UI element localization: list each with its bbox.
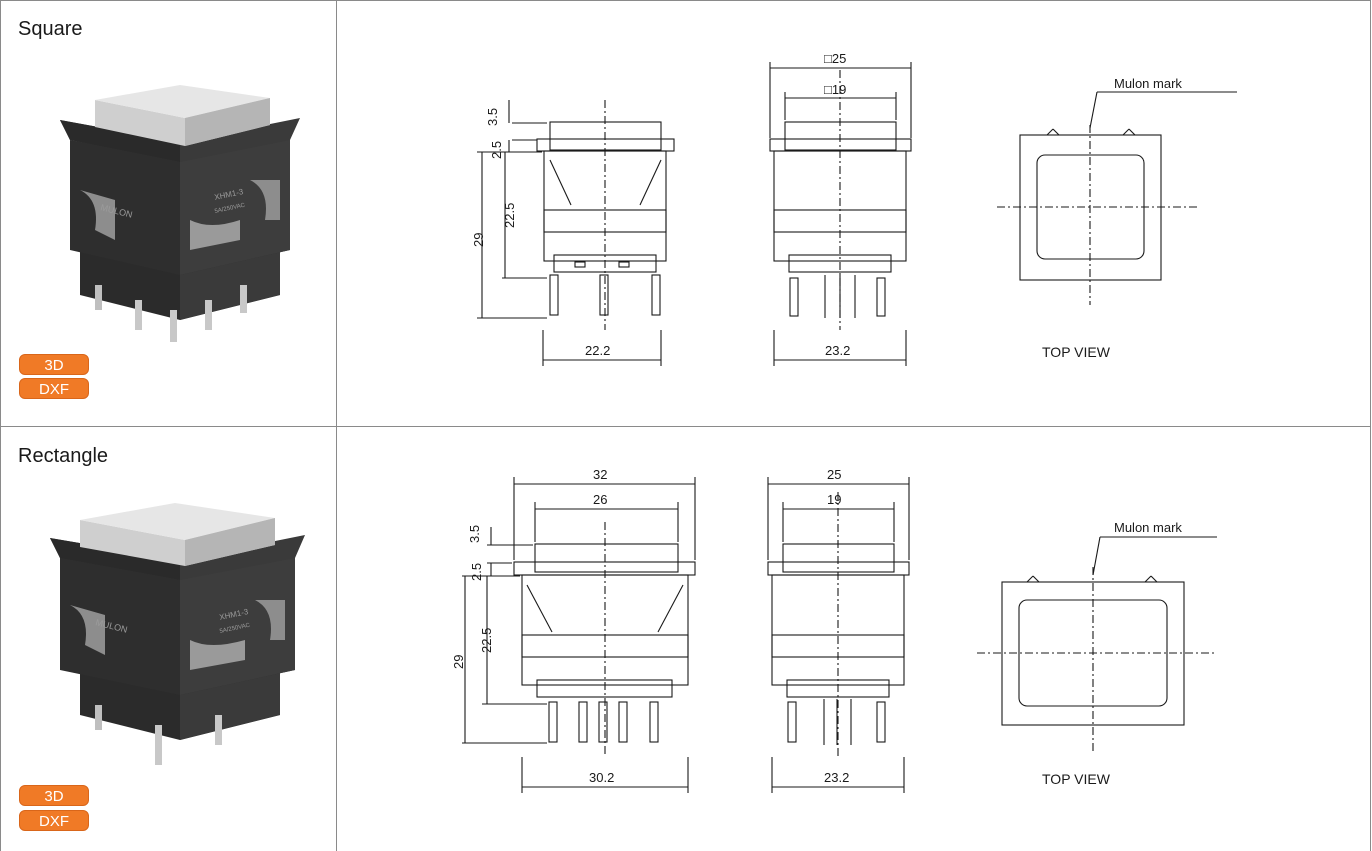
dim-w-front: 30.2: [589, 770, 614, 785]
dim-h2: 2.5: [489, 141, 504, 159]
dim-top-inner: □19: [824, 82, 846, 97]
front-view: [477, 100, 675, 366]
mulon-mark-label: Mulon mark: [1114, 520, 1182, 535]
dim-h-body: 22.5: [479, 628, 494, 653]
rectangle-switch-photo: MULON XHM1-3 5A/250VAC: [50, 503, 305, 765]
dim-h-body: 22.5: [502, 203, 517, 228]
download-dxf-button[interactable]: DXF: [19, 378, 89, 399]
row-divider: [0, 426, 1371, 427]
download-3d-button[interactable]: 3D: [19, 354, 89, 375]
table-border-left: [0, 0, 1, 851]
top-view: [997, 91, 1237, 305]
dim-top-outer: □25: [824, 51, 846, 66]
dim-side-outer: 25: [827, 467, 841, 482]
column-divider: [336, 0, 337, 851]
top-view-label: TOP VIEW: [1042, 344, 1111, 360]
dim-h-total: 29: [451, 655, 466, 669]
mulon-mark-label: Mulon mark: [1114, 76, 1182, 91]
row-title-rectangle: Rectangle: [18, 445, 109, 467]
dim-h1: 3.5: [485, 108, 500, 126]
square-switch-photo: MULON XHM1-3 5A/250VAC: [60, 85, 300, 342]
top-view-label: TOP VIEW: [1042, 771, 1111, 787]
dim-front-inner: 26: [593, 492, 607, 507]
table-border-right: [1370, 0, 1371, 851]
dim-h-total: 29: [471, 233, 486, 247]
dim-front-outer: 32: [593, 467, 607, 482]
front-view: [462, 477, 696, 793]
table-border-top: [0, 0, 1371, 1]
square-dimension-drawing: 3.5 2.5 22.5 29 22.2 □25 □19 23.2 Mulon …: [471, 51, 1237, 366]
download-dxf-button[interactable]: DXF: [19, 810, 89, 831]
dim-side-inner: 19: [827, 492, 841, 507]
side-view: [767, 477, 910, 793]
dim-h1: 3.5: [467, 525, 482, 543]
side-view: [769, 62, 912, 366]
rectangle-dimension-drawing: 32 26 3.5 2.5 22.5 29 30.2 25 19 23.2 Mu…: [451, 467, 1217, 793]
top-view: [977, 536, 1217, 752]
dim-w-front: 22.2: [585, 343, 610, 358]
dim-w-side: 23.2: [825, 343, 850, 358]
dim-h2: 2.5: [469, 563, 484, 581]
dim-w-side: 23.2: [824, 770, 849, 785]
row-title-square: Square: [18, 18, 83, 40]
download-3d-button[interactable]: 3D: [19, 785, 89, 806]
